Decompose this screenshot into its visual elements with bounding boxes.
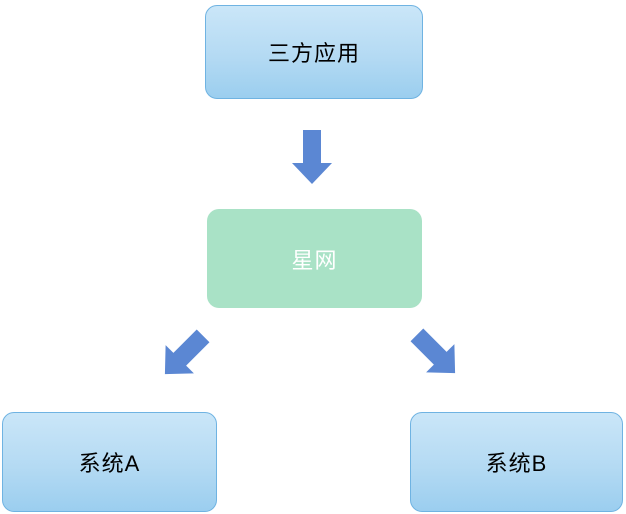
node-star-network-label: 星网 bbox=[291, 247, 338, 273]
node-system-a: 系统A bbox=[2, 412, 217, 512]
node-system-b: 系统B bbox=[410, 412, 623, 512]
node-system-b-label: 系统B bbox=[485, 451, 548, 476]
arrow-down-left-shape bbox=[164, 329, 210, 375]
arrow-down-shape bbox=[292, 130, 332, 184]
node-third-party-app: 三方应用 bbox=[205, 5, 423, 99]
arrow-down-right-icon bbox=[410, 328, 456, 374]
arrow-down-right-shape bbox=[410, 328, 456, 374]
arrow-down-icon bbox=[292, 130, 332, 184]
node-third-party-app-label: 三方应用 bbox=[267, 41, 360, 66]
arrow-down-left-icon bbox=[164, 329, 210, 375]
node-star-network: 星网 bbox=[207, 209, 422, 308]
node-system-a-label: 系统A bbox=[78, 451, 141, 476]
